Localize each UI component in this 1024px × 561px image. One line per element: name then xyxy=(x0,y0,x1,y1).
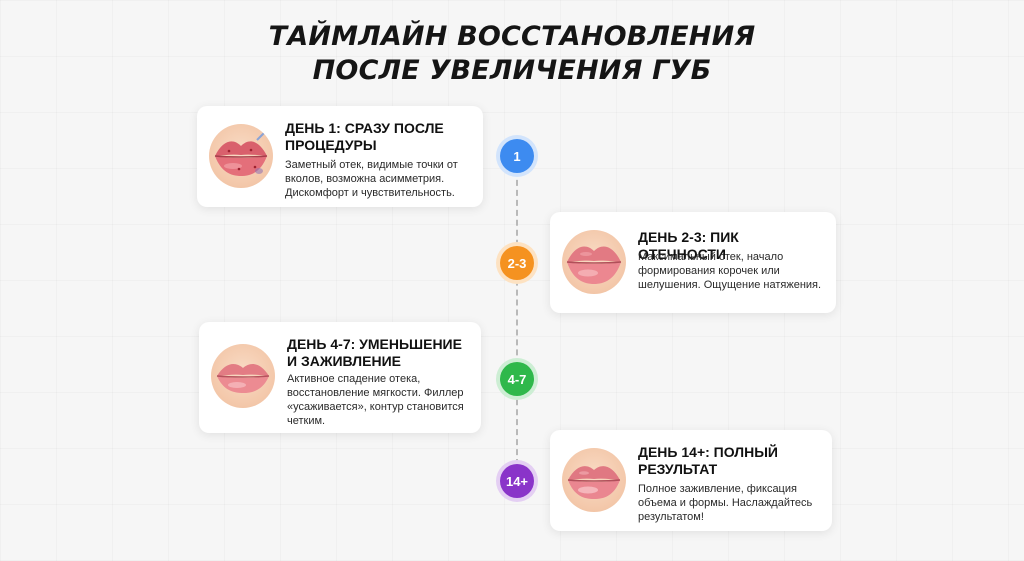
stage-4-heading: ДЕНЬ 14+: ПОЛНЫЙ РЕЗУЛЬТАТ xyxy=(638,444,778,477)
stage-2-marker: 2-3 xyxy=(500,246,534,280)
stage-4-card: ДЕНЬ 14+: ПОЛНЫЙ РЕЗУЛЬТАТ Полное заживл… xyxy=(550,430,832,531)
lips-peak-swelling-icon xyxy=(562,230,626,294)
stage-2-card: ДЕНЬ 2-3: ПИК ОТЕЧНОСТИ Максимальный оте… xyxy=(550,212,836,313)
title-line-1: ТАЙМЛАЙН ВОССТАНОВЛЕНИЯ xyxy=(268,21,756,52)
page-title: ТАЙМЛАЙН ВОССТАНОВЛЕНИЯ ПОСЛЕ УВЕЛИЧЕНИЯ… xyxy=(0,20,1024,88)
lips-healing-icon xyxy=(211,344,275,408)
stage-2-heading: ДЕНЬ 2-3: ПИК ОТЕЧНОСТИ xyxy=(638,229,739,262)
stage-1-heading: ДЕНЬ 1: СРАЗУ ПОСЛЕ ПРОЦЕДУРЫ xyxy=(285,120,444,153)
stage-4-marker: 14+ xyxy=(500,464,534,498)
lips-final-result-icon xyxy=(562,448,626,512)
stage-1-marker: 1 xyxy=(500,139,534,173)
title-line-2: ПОСЛЕ УВЕЛИЧЕНИЯ ГУБ xyxy=(312,55,712,86)
stage-4-description: Полное заживление, фиксация объема и фор… xyxy=(638,483,813,523)
stage-1-description: Заметный отек, видимые точки от вколов, … xyxy=(285,159,458,199)
stage-3-heading: ДЕНЬ 4-7: УМЕНЬШЕНИЕ И ЗАЖИВЛЕНИЕ xyxy=(287,336,462,369)
stage-2-description: Максимальный отек, начало формирования к… xyxy=(638,251,822,291)
stage-3-description: Активное спадение отека, восстановление … xyxy=(287,373,464,427)
stage-1-card: ДЕНЬ 1: СРАЗУ ПОСЛЕ ПРОЦЕДУРЫ Заметный о… xyxy=(197,106,483,207)
timeline-dashed-line xyxy=(516,150,518,485)
stage-3-marker: 4-7 xyxy=(500,362,534,396)
stage-3-card: ДЕНЬ 4-7: УМЕНЬШЕНИЕ И ЗАЖИВЛЕНИЕ Активн… xyxy=(199,322,481,433)
lips-swollen-icon xyxy=(209,124,273,188)
